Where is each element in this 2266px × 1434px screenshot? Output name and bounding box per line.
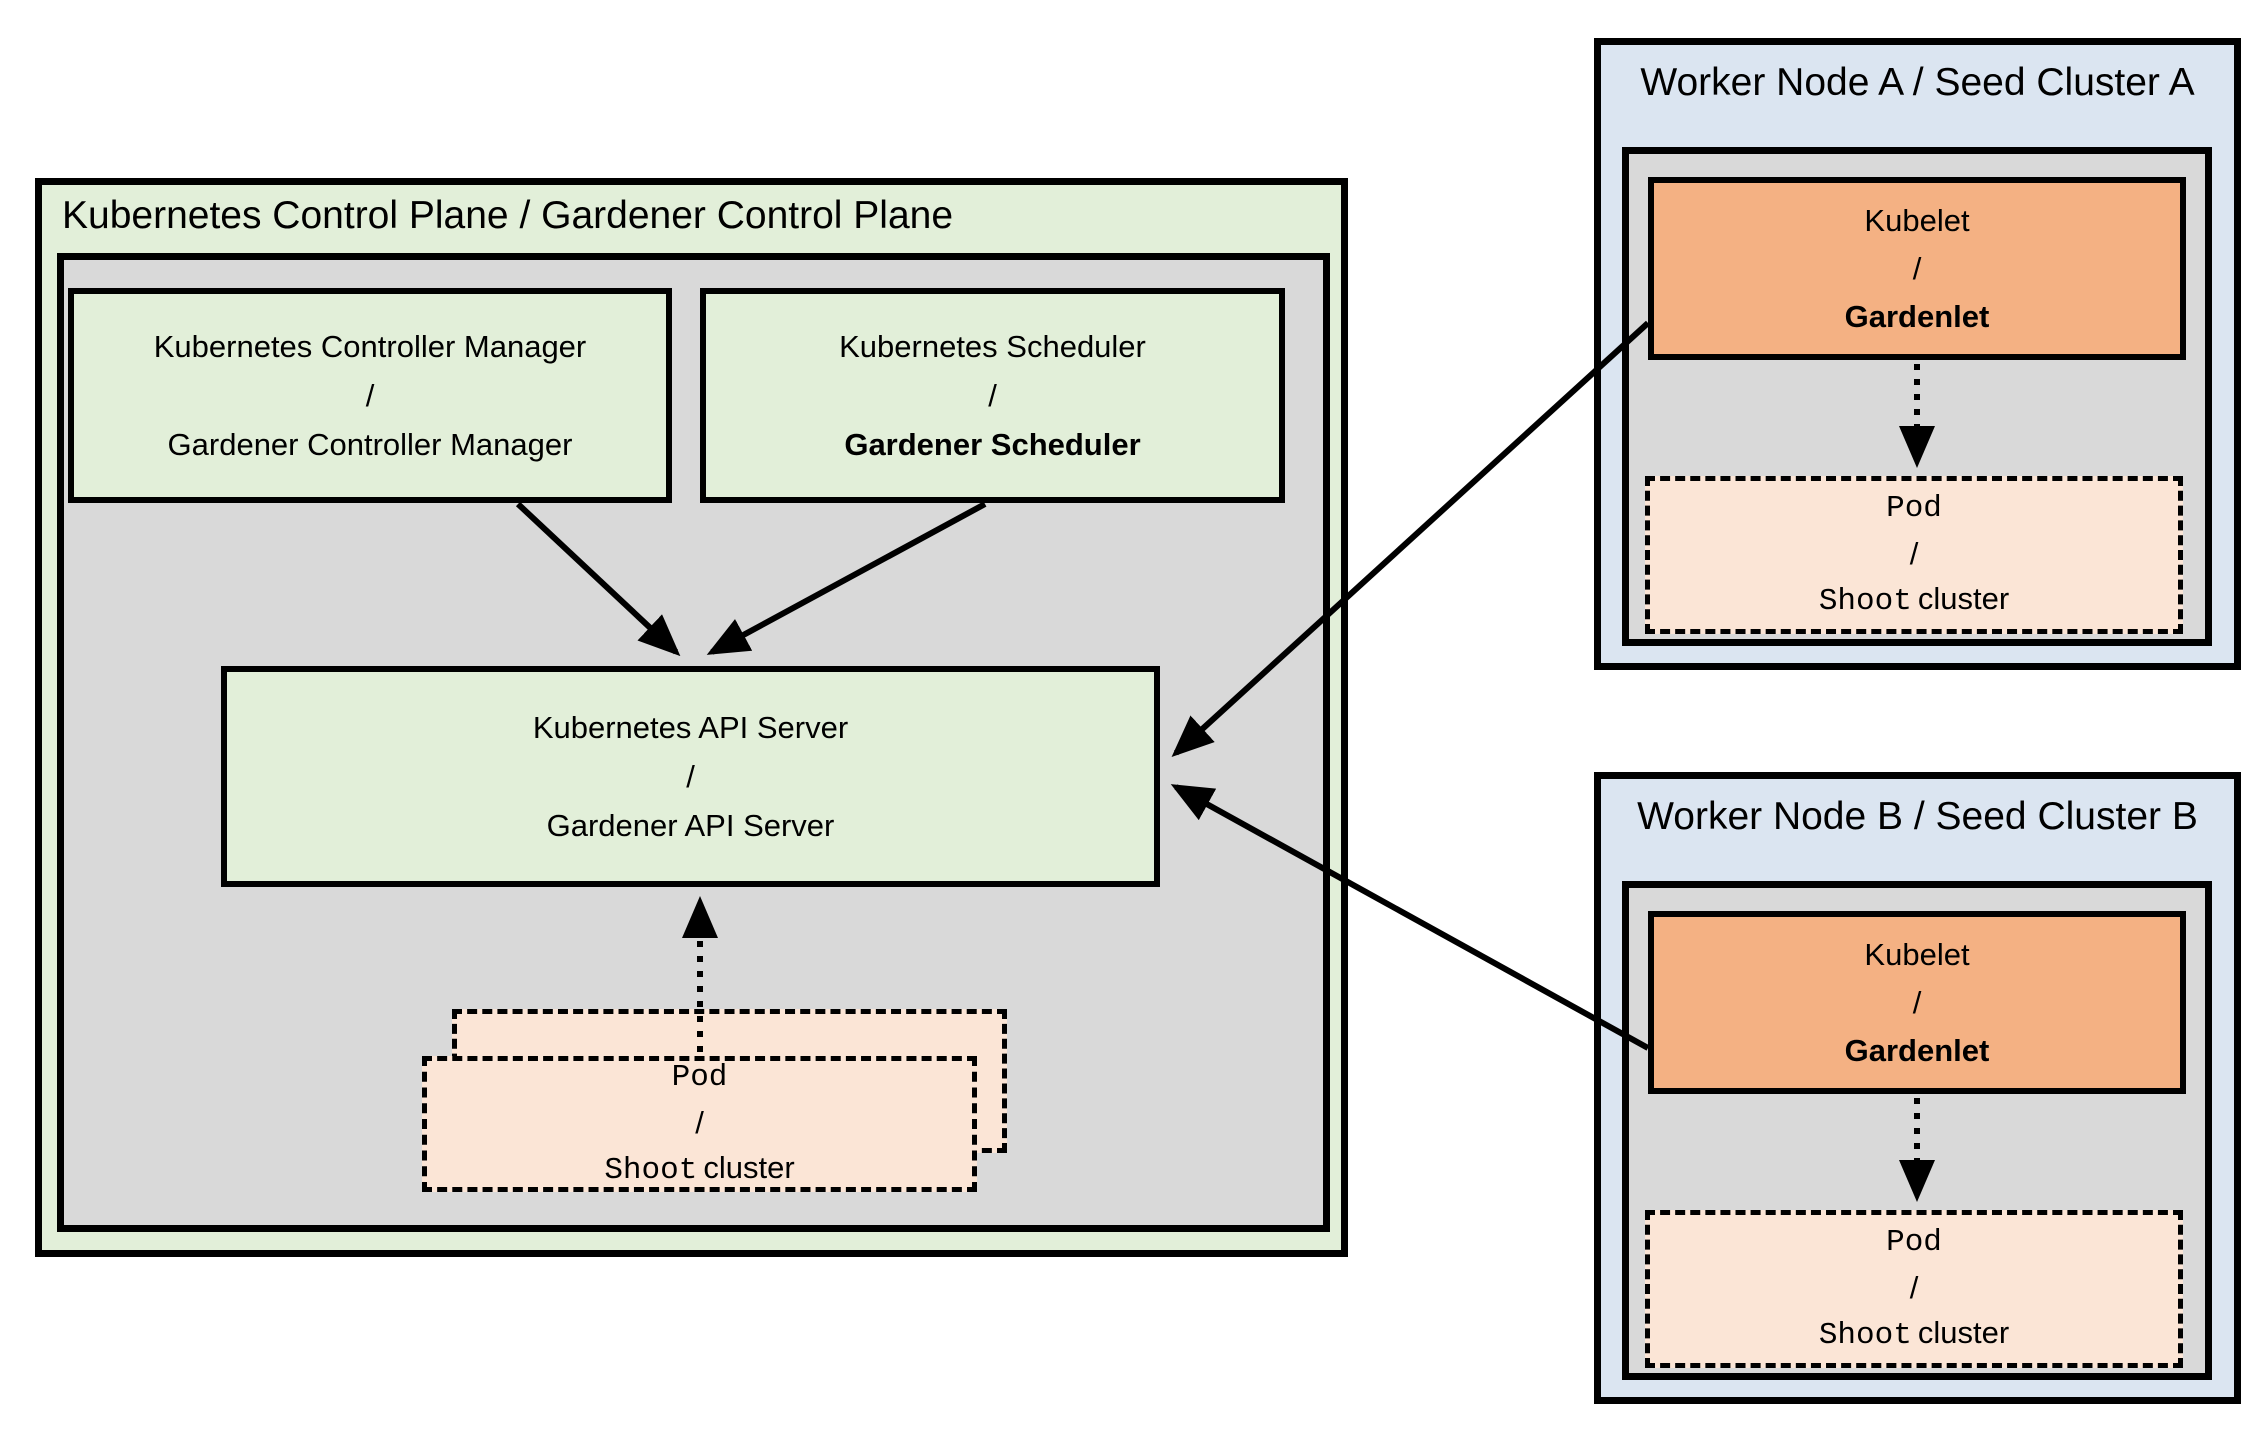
controller-manager-line2: Gardener Controller Manager xyxy=(167,427,573,462)
pod-separator: / xyxy=(1909,1270,1919,1305)
pod-line1: Pod xyxy=(1886,1225,1942,1260)
scheduler-label: Kubernetes Scheduler / Gardener Schedule… xyxy=(706,294,1279,497)
api-server-box: Kubernetes API Server / Gardener API Ser… xyxy=(221,666,1160,887)
api-server-separator: / xyxy=(686,759,695,794)
worker-node-b-title: Worker Node B / Seed Cluster B xyxy=(1637,795,2198,838)
controller-manager-label: Kubernetes Controller Manager / Gardener… xyxy=(74,294,666,497)
kubelet-b-separator: / xyxy=(1912,984,1922,1020)
kubelet-a-box: Kubelet / Gardenlet xyxy=(1648,177,2186,360)
scheduler-separator: / xyxy=(988,378,997,413)
api-server-line2: Gardener API Server xyxy=(546,808,835,843)
kubelet-a-label: Kubelet / Gardenlet xyxy=(1654,183,2180,354)
scheduler-line1: Kubernetes Scheduler xyxy=(839,329,1146,364)
kubelet-a-line1: Kubelet xyxy=(1864,202,1970,238)
pod-line1: Pod xyxy=(1886,491,1942,526)
kubelet-b-line1: Kubelet xyxy=(1864,936,1970,972)
controller-manager-separator: / xyxy=(365,378,375,413)
pod-separator: / xyxy=(695,1105,704,1140)
api-server-line1: Kubernetes API Server xyxy=(532,710,849,745)
kubelet-a-separator: / xyxy=(1912,250,1922,286)
scheduler-box: Kubernetes Scheduler / Gardener Schedule… xyxy=(700,288,1285,503)
kubelet-a-line2: Gardenlet xyxy=(1844,298,1990,334)
pod-separator: / xyxy=(1909,536,1919,571)
kubelet-b-label: Kubelet / Gardenlet xyxy=(1654,917,2180,1088)
worker-node-a-title: Worker Node A / Seed Cluster A xyxy=(1640,61,2195,104)
kubelet-b-box: Kubelet / Gardenlet xyxy=(1648,911,2186,1094)
scheduler-line2: Gardener Scheduler xyxy=(844,427,1141,462)
controller-manager-box: Kubernetes Controller Manager / Gardener… xyxy=(68,288,672,503)
control-plane-title: Kubernetes Control Plane / Gardener Cont… xyxy=(62,194,954,237)
pod-line1: Pod xyxy=(671,1060,728,1095)
kubelet-b-line2: Gardenlet xyxy=(1844,1032,1990,1068)
api-server-label: Kubernetes API Server / Gardener API Ser… xyxy=(227,672,1154,881)
controller-manager-line1: Kubernetes Controller Manager xyxy=(153,329,587,364)
